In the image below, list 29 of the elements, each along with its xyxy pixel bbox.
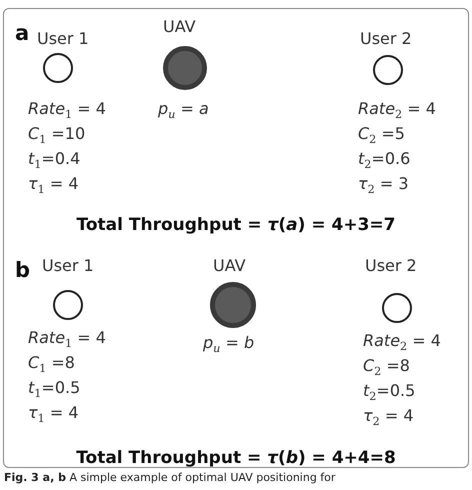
equation: τ$_{1}$ = 4 <box>28 402 79 428</box>
equation: τ$_{2}$ = 3 <box>358 173 409 198</box>
user-label: User 1 <box>37 28 89 50</box>
equation: t$_{1}$=0.4 <box>28 148 80 174</box>
equation: Rate$_{2}$ = 4 <box>363 330 441 356</box>
uav-label: UAV <box>213 255 246 277</box>
total-throughput-equation: Total Throughput = τ(a) = 4+3=7 <box>76 215 396 235</box>
equation: C$_{1}$ =8 <box>28 352 75 378</box>
equation: Rate$_{1}$ = 4 <box>28 327 106 352</box>
equation: t$_{2}$=0.5 <box>363 380 416 406</box>
equation: p$_{u}$ = b <box>203 332 254 358</box>
uav-label: UAV <box>163 16 196 38</box>
panel-letter: b <box>15 259 30 281</box>
equation: τ$_{2}$ = 4 <box>363 405 414 430</box>
equation: Rate$_{2}$ = 4 <box>358 98 436 124</box>
equation: Rate$_{1}$ = 4 <box>28 98 106 124</box>
equation: C$_{1}$ =10 <box>28 123 86 148</box>
panel-letter: a <box>15 22 30 44</box>
total-throughput-equation: Total Throughput = τ(b) = 4+4=8 <box>75 448 397 468</box>
equation: C$_{2}$ =8 <box>363 355 410 380</box>
user-label: User 2 <box>360 28 412 50</box>
equation: t$_{1}$=0.5 <box>28 377 80 402</box>
equation: p$_{u}$ = a <box>158 98 209 124</box>
equation: C$_{2}$ =5 <box>358 123 405 148</box>
equation: τ$_{1}$ = 4 <box>28 173 79 198</box>
user-label: User 1 <box>42 255 94 277</box>
figure-caption: Fig. 3 a, b A simple example of optimal UAV positioning for <box>4 471 336 484</box>
user-label: User 2 <box>365 255 417 277</box>
equation: t$_{2}$=0.6 <box>358 148 410 174</box>
